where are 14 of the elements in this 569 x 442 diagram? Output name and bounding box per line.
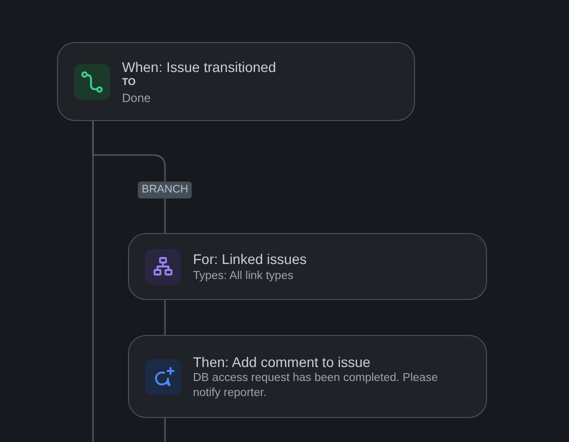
field-value: Done	[122, 90, 151, 106]
node-description: DB access request has been completed. Please notify reporter.	[193, 370, 439, 400]
trigger-card	[57, 42, 415, 121]
connector-line	[164, 300, 166, 335]
action-card	[128, 335, 487, 418]
field-label: TO	[122, 76, 136, 90]
node-title: Then: Add comment to issue	[193, 352, 370, 370]
connector-line	[92, 121, 94, 442]
node-title: For: Linked issues	[193, 250, 307, 268]
node-subtitle: Types: All link types	[193, 268, 294, 284]
loop-card	[128, 233, 487, 300]
edge-label: BRANCH	[138, 182, 192, 198]
node-title: When: Issue transitioned	[122, 58, 276, 76]
connector-line	[164, 418, 166, 442]
